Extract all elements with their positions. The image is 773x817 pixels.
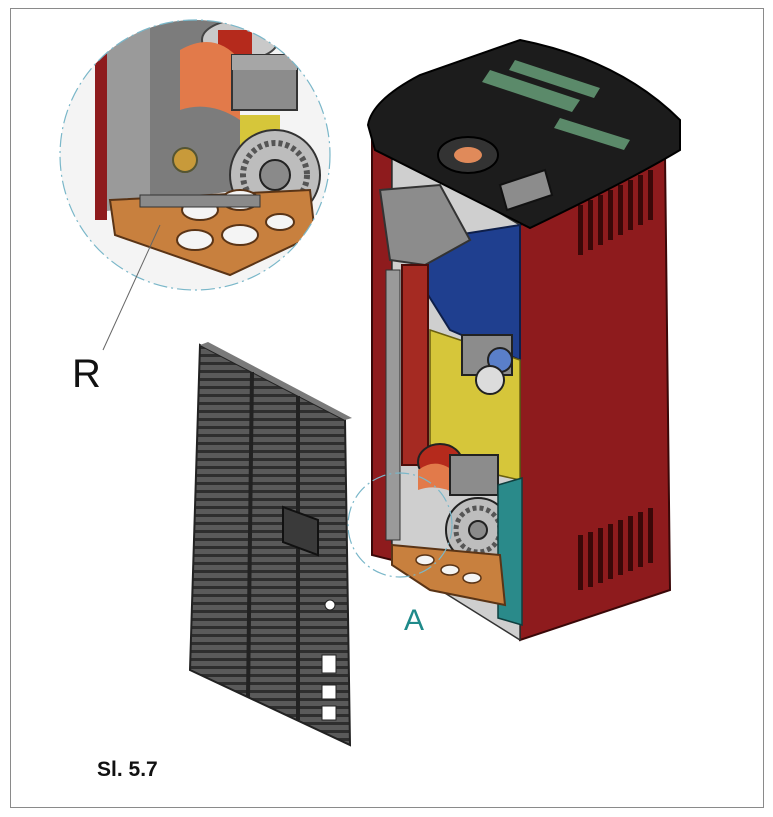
detail-label-r: R <box>72 352 101 396</box>
rear-grille-panel <box>188 342 352 747</box>
magnifier-detail-circle-icon <box>59 19 331 291</box>
callout-label-a: A <box>404 604 425 637</box>
stove-body <box>366 38 681 642</box>
leader-line <box>102 224 161 351</box>
detail-magnifier <box>60 20 330 290</box>
callout-circle-icon <box>347 472 453 578</box>
figure-caption: Sl. 5.7 <box>97 758 158 781</box>
